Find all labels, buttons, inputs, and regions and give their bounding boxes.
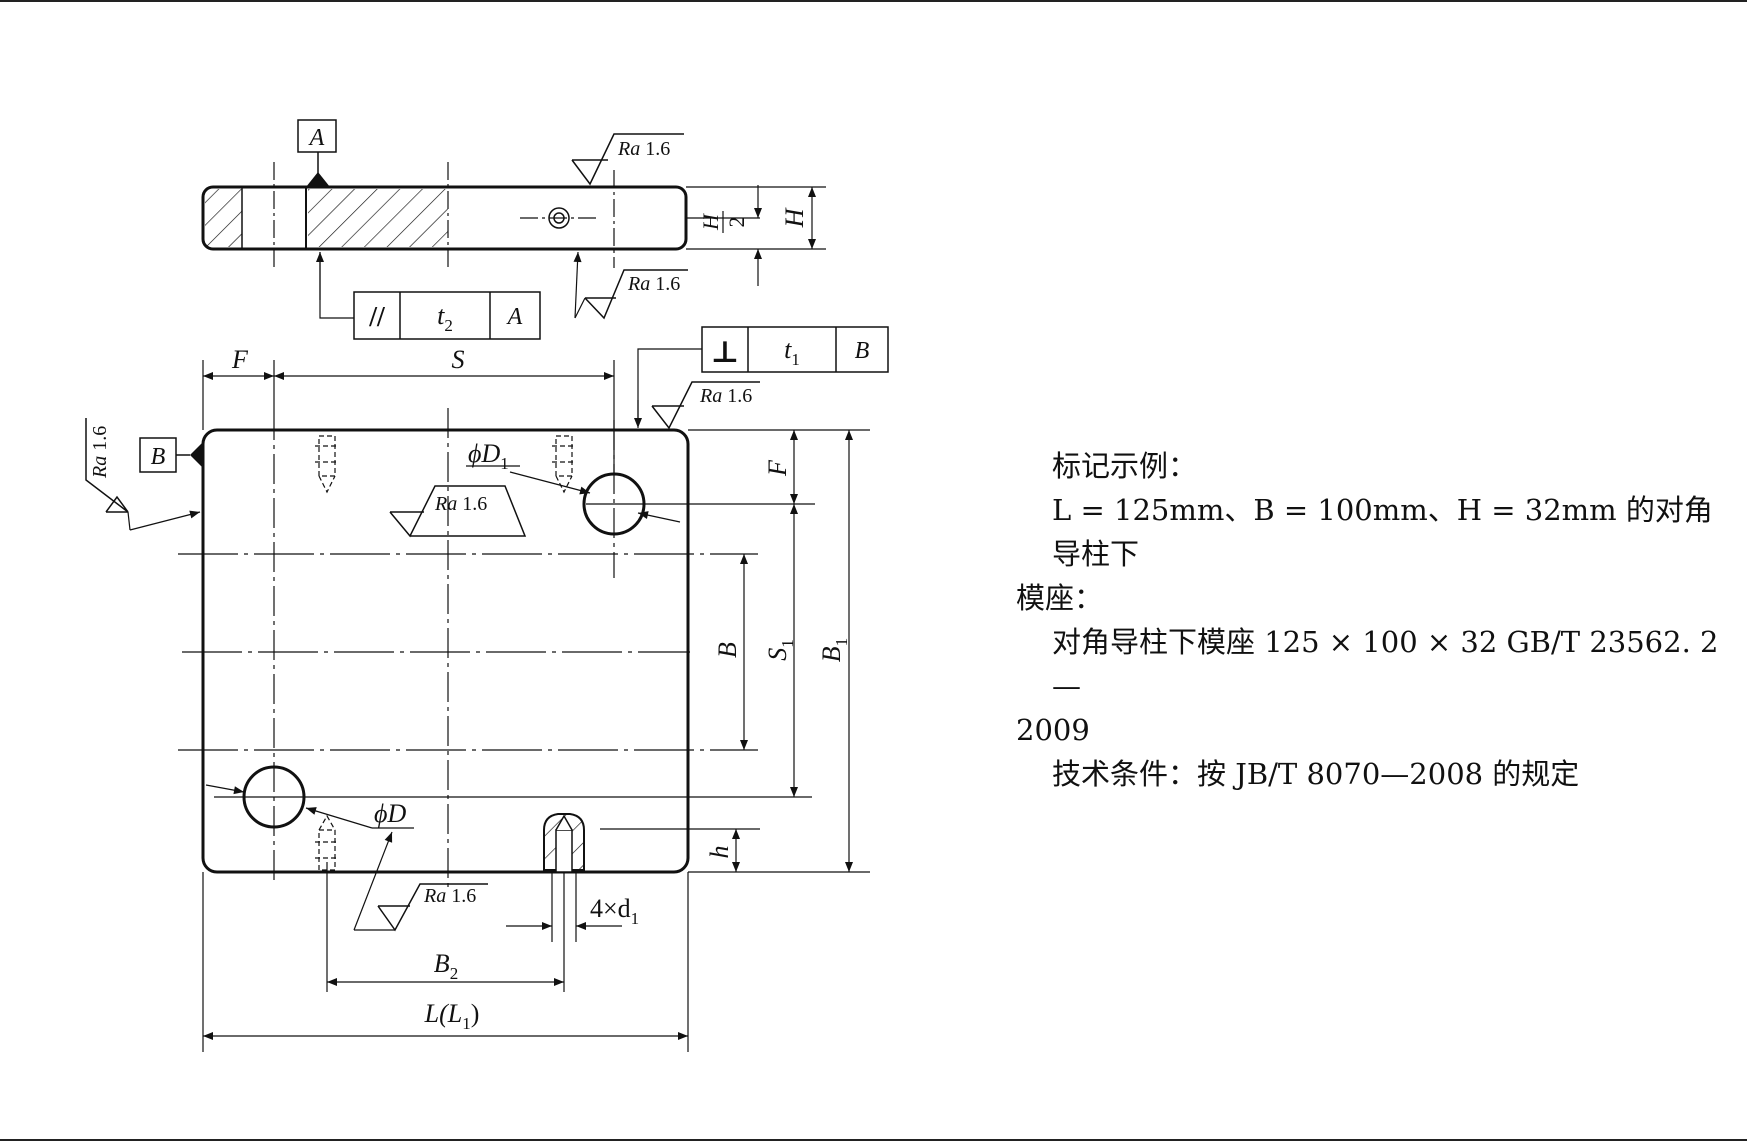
dim-B1-label: B1 — [817, 638, 851, 662]
dim-L-label: L(L1) — [424, 999, 480, 1033]
dim-phiD1-subscript: 1 — [500, 454, 509, 473]
marking-example: 标记示例： L = 125mm、B = 100mm、H = 32mm 的对角导柱… — [1016, 444, 1726, 796]
datum-b-letter: B — [151, 444, 166, 470]
perpendicular-symbol: ⊥ — [711, 336, 740, 369]
svg-text:Ra 1.6: Ra 1.6 — [434, 493, 487, 515]
ra-value: 1.6 — [89, 426, 111, 451]
perpendicular-tolerance-value: t — [784, 335, 792, 364]
bottom-rule — [0, 1139, 1747, 1141]
dim-L-close: ) — [471, 999, 480, 1028]
ra-value: 1.6 — [655, 273, 680, 295]
dim-B2-text: B — [434, 949, 450, 978]
tolerance-frame-parallel: // t2 A — [316, 252, 541, 340]
roughness-symbol: Ra 1.6 — [651, 381, 760, 430]
datum-b-feature: B — [139, 437, 203, 473]
dim-H-half-numerator: H — [698, 213, 723, 231]
ra-label: Ra — [617, 138, 640, 160]
notes-line3: 技术条件：按 JB/T 8070—2008 的规定 — [1052, 757, 1580, 791]
dim-4xd1-subscript: 1 — [631, 909, 640, 928]
top-rule — [0, 0, 1747, 2]
side-view — [201, 162, 826, 270]
dim-phiD1 — [466, 465, 681, 523]
tolerance-frame-perpendicular: ⊥ t1 B — [634, 326, 889, 428]
dim-B-label: B — [713, 642, 742, 658]
ra-label: Ra — [434, 493, 457, 515]
ra-label: Ra — [699, 385, 722, 407]
sectioned-screw-hole — [543, 813, 585, 873]
dim-H-half-denominator: 2 — [724, 217, 749, 228]
datum-a-letter: A — [308, 125, 325, 151]
roughness-symbol: Ra 1.6 — [389, 485, 527, 538]
svg-text:t1: t1 — [784, 335, 800, 369]
dim-phiD1-label: ϕD1 — [468, 439, 509, 473]
dim-4xd1-text: 4×d — [590, 894, 631, 923]
perpendicular-datum: B — [855, 338, 870, 364]
perpendicular-tolerance-subscript: 1 — [791, 350, 800, 369]
dim-B1-subscript: 1 — [832, 638, 851, 647]
ra-label: Ra — [89, 456, 111, 479]
dim-phiD-label: ϕD — [374, 799, 406, 828]
svg-text:Ra 1.6: Ra 1.6 — [423, 885, 476, 907]
roughness-symbol: Ra 1.6 — [573, 251, 688, 320]
roughness-symbol: Ra 1.6 — [353, 831, 488, 932]
dim-F-top-label: F — [231, 345, 249, 374]
dim-phiD — [205, 784, 414, 829]
dim-H-label: H — [780, 207, 809, 228]
notes-line1: L = 125mm、B = 100mm、H = 32mm 的对角导柱下 — [1052, 493, 1713, 571]
notes-line2: 对角导柱下模座 125 × 100 × 32 GB/T 23562. 2— — [1052, 625, 1719, 703]
svg-text:Ra 1.6: Ra 1.6 — [627, 273, 680, 295]
dim-F-right-label: F — [763, 459, 792, 477]
ra-value: 1.6 — [727, 385, 752, 407]
parallel-symbol: // — [368, 302, 386, 333]
svg-text:t2: t2 — [437, 301, 453, 335]
dim-S1-text: S — [763, 648, 792, 661]
dim-S-label: S — [452, 345, 465, 374]
hidden-screw-hole — [315, 814, 339, 871]
ra-label: Ra — [627, 273, 650, 295]
parallel-tolerance-subscript: 2 — [444, 316, 453, 335]
hidden-screw-hole — [552, 435, 576, 494]
datum-a-feature: A — [297, 119, 337, 187]
notes-line1b: 模座： — [1016, 581, 1104, 615]
dim-H-half-label: H 2 — [698, 211, 749, 233]
dim-S1-subscript: 1 — [778, 639, 797, 648]
hidden-screw-hole — [315, 435, 339, 494]
dim-4xd1-label: 4×d1 — [590, 894, 639, 928]
ra-value: 1.6 — [462, 493, 487, 515]
roughness-symbol: Ra 1.6 — [85, 418, 201, 531]
dim-phiD1-text: ϕD — [468, 439, 500, 468]
notes-heading: 标记示例： — [1052, 449, 1198, 483]
parallel-tolerance-value: t — [437, 301, 445, 330]
dim-L-subscript: 1 — [462, 1014, 471, 1033]
parallel-datum: A — [506, 304, 523, 330]
dim-S1-label: S1 — [763, 639, 797, 661]
dim-B2-subscript: 2 — [450, 964, 459, 983]
svg-text:Ra 1.6: Ra 1.6 — [699, 385, 752, 407]
plan-view — [178, 360, 870, 1052]
ra-label: Ra — [423, 885, 446, 907]
dim-L-text: L(L — [424, 999, 463, 1028]
dim-h-label: h — [705, 846, 734, 859]
ra-value: 1.6 — [645, 138, 670, 160]
dim-B1-text: B — [817, 646, 846, 662]
svg-text:Ra 1.6: Ra 1.6 — [89, 426, 111, 479]
roughness-symbol: Ra 1.6 — [571, 133, 684, 186]
dim-B2-label: B2 — [434, 949, 458, 983]
notes-line2b: 2009 — [1016, 713, 1090, 747]
svg-text:Ra 1.6: Ra 1.6 — [617, 138, 670, 160]
ra-value: 1.6 — [451, 885, 476, 907]
